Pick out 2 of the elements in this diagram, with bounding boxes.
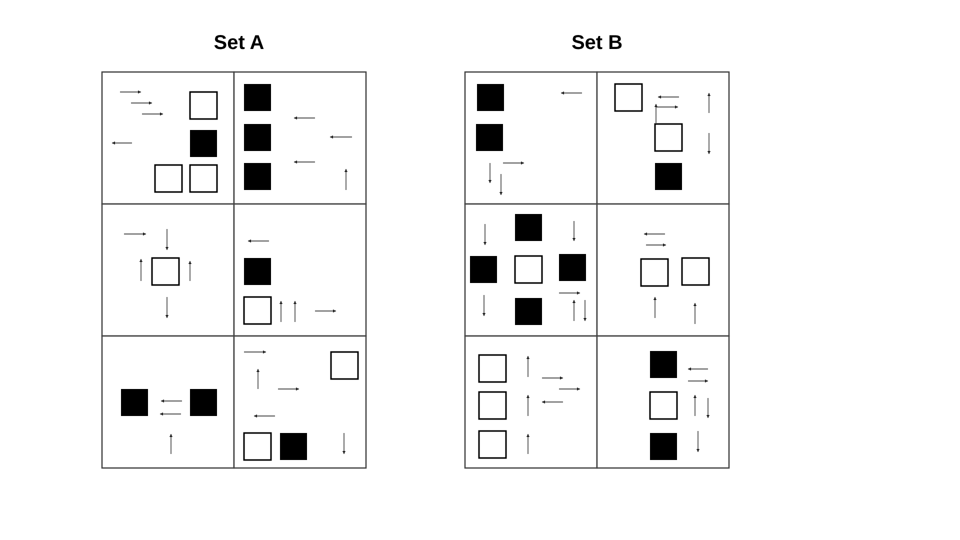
- set-heading: Set B: [571, 32, 623, 55]
- set-heading: Set A: [214, 32, 264, 55]
